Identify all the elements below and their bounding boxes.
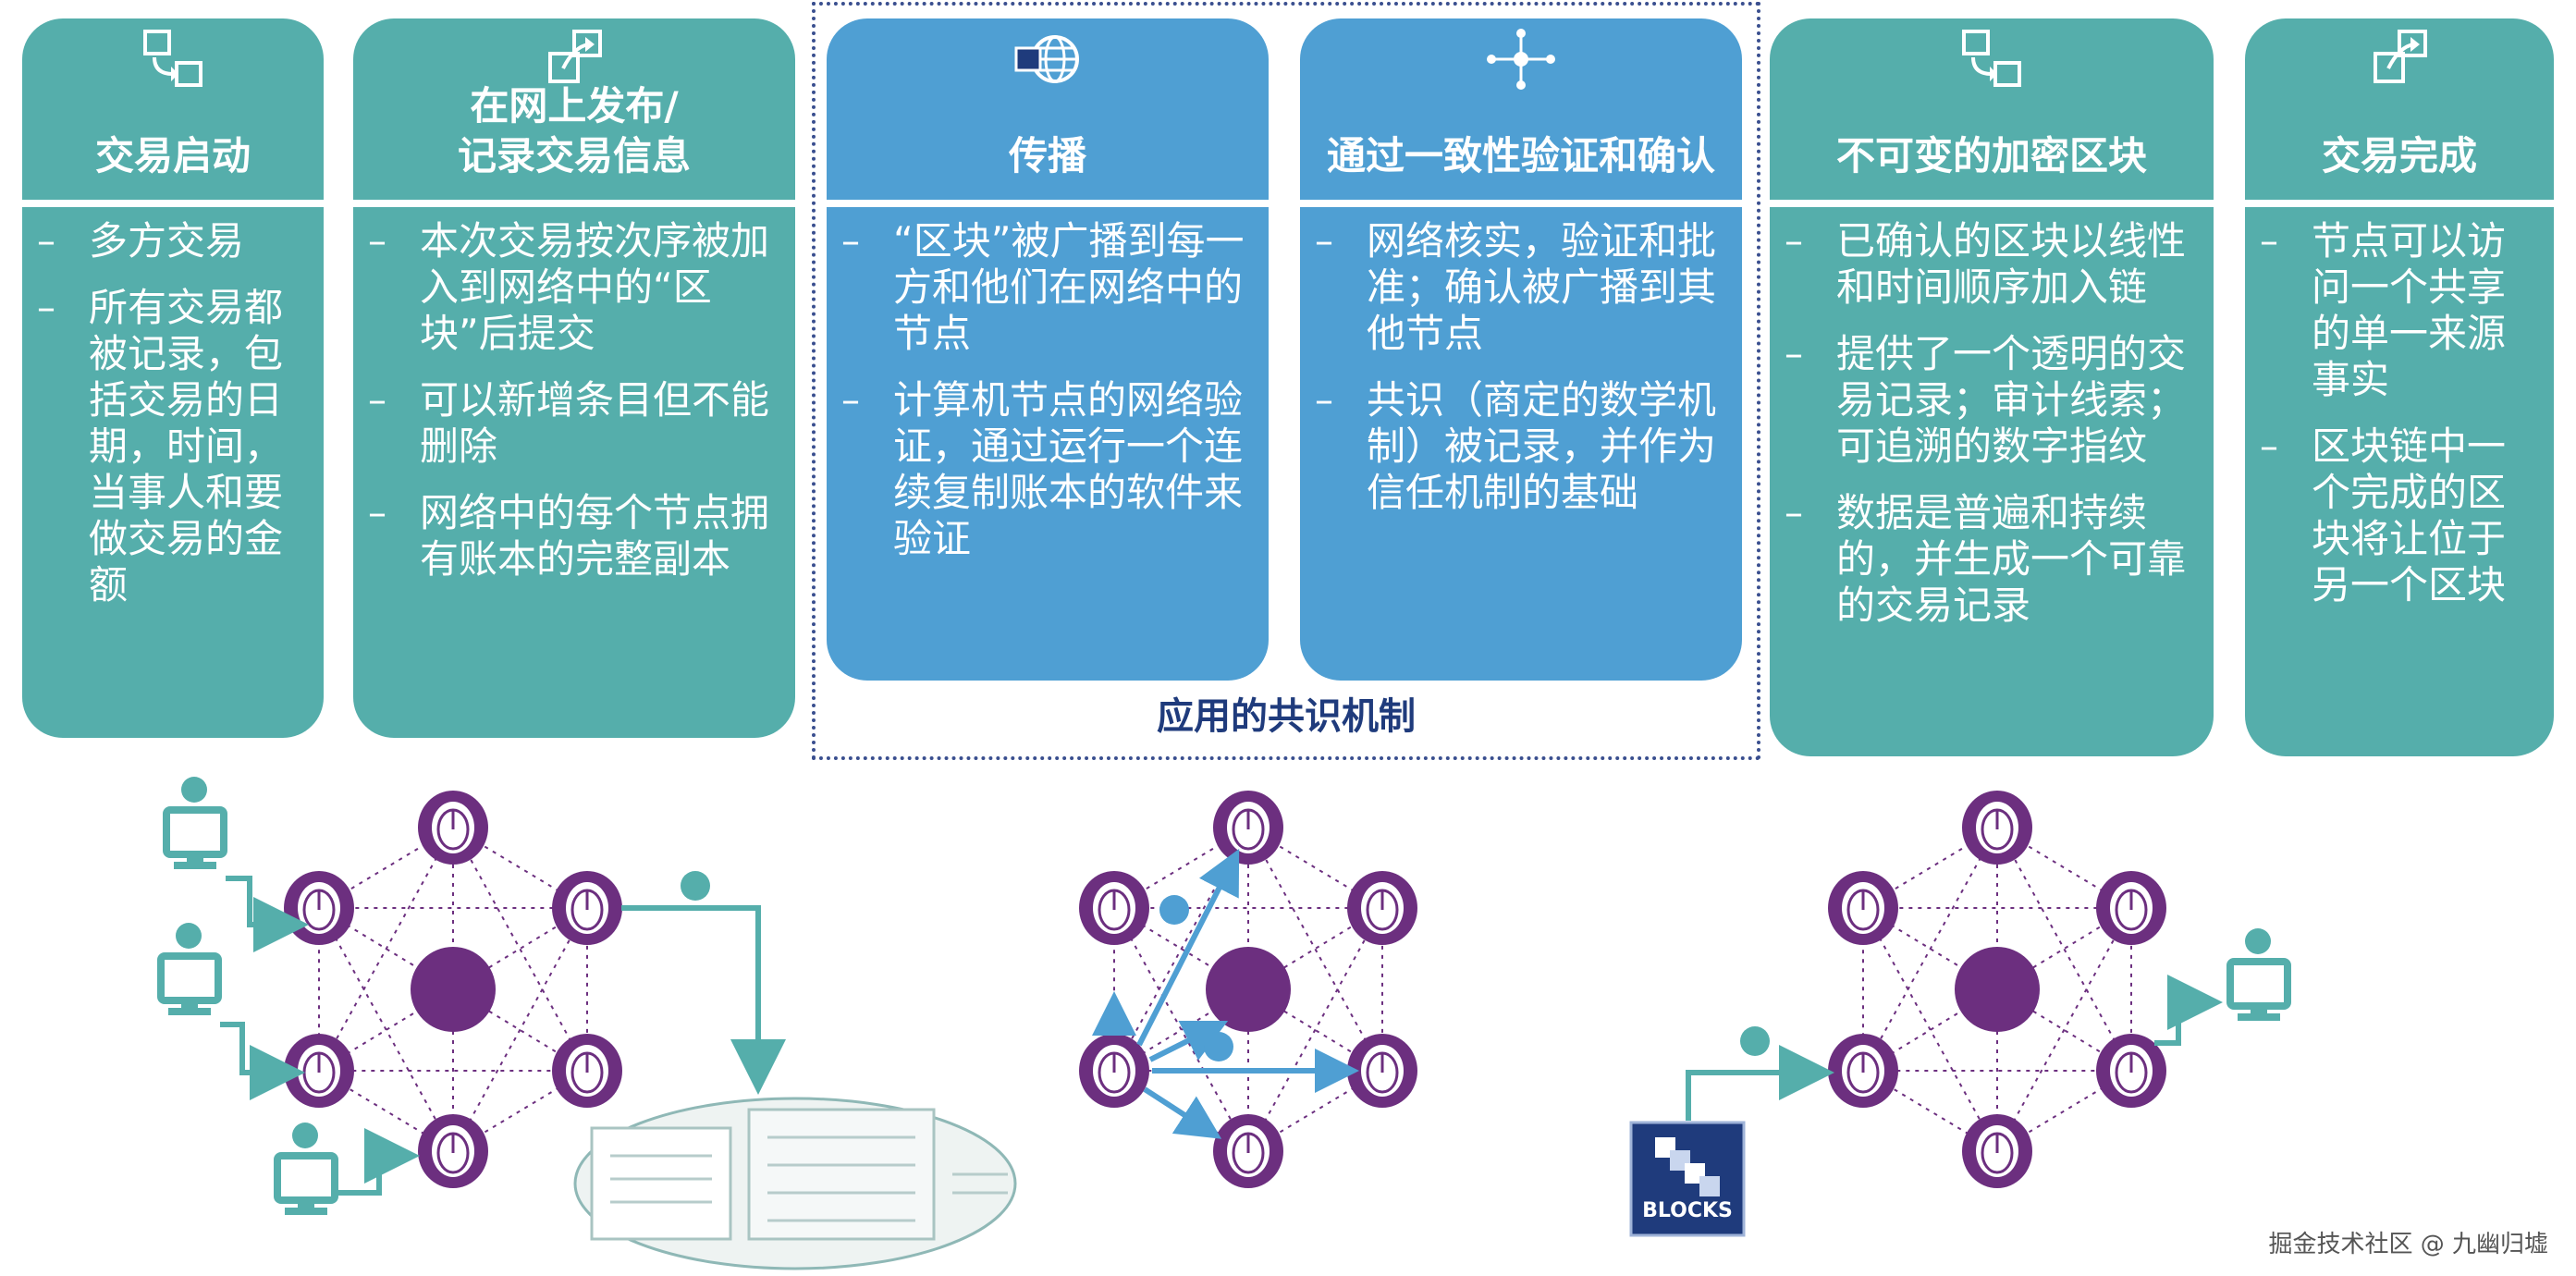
bullet-item: 共识（商定的数学机制）被记录，并作为信任机制的基础	[1300, 377, 1742, 516]
network-1	[282, 789, 624, 1190]
column-initiate: 交易启动 多方交易 所有交易都被记录，包括交易的日期，时间，当事人和要做交易的金…	[22, 18, 324, 738]
blocks-icon: BLOCKS	[1629, 1121, 1746, 1237]
bullet-item: 区块链中一个完成的区块将让位于另一个区块	[2245, 423, 2554, 608]
bullet-list: 多方交易 所有交易都被记录，包括交易的日期，时间，当事人和要做交易的金额	[22, 218, 324, 629]
bullet-list: 节点可以访问一个共享的单一来源事实 区块链中一个完成的区块将让位于另一个区块	[2245, 218, 2554, 629]
bullet-list: 网络核实，验证和批准；确认被广播到其他节点 共识（商定的数学机制）被记录，并作为…	[1300, 218, 1742, 536]
column-broadcast: 传播 “区块”被广播到每一方和他们在网络中的节点 计算机节点的网络验证，通过运行…	[827, 18, 1269, 681]
column-title: 通过一致性验证和确认	[1326, 133, 1715, 178]
column-title: 交易启动	[94, 133, 251, 178]
bullet-item: 提供了一个透明的交易记录；审计线索；可追溯的数字指纹	[1770, 331, 2214, 470]
network-3	[1826, 789, 2168, 1190]
export-icon	[548, 30, 602, 83]
column-header: 通过一致性验证和确认	[1300, 18, 1742, 194]
column-consensus: 通过一致性验证和确认 网络核实，验证和批准；确认被广播到其他节点 共识（商定的数…	[1300, 18, 1742, 681]
column-title: 传播	[1008, 133, 1086, 178]
bullet-item: 网络中的每个节点拥有账本的完整副本	[353, 490, 795, 583]
bullet-item: “区块”被广播到每一方和他们在网络中的节点	[827, 218, 1269, 357]
bullet-item: 已确认的区块以线性和时间顺序加入链	[1770, 218, 2214, 311]
transfer-icon	[143, 30, 202, 87]
computer-icon	[161, 923, 218, 1015]
column-publish: 在网上发布/ 记录交易信息 本次交易按次序被加入到网络中的“区块”后提交 可以新…	[353, 18, 795, 738]
transfer-icon	[1962, 30, 2021, 87]
consensus-group-border	[812, 2, 1760, 760]
ledger-illustration	[573, 1097, 1017, 1270]
computer-icon	[277, 1123, 335, 1215]
divider	[2245, 200, 2554, 207]
globe-network-icon	[1014, 35, 1079, 83]
column-title: 在网上发布/ 记录交易信息	[457, 83, 691, 178]
divider	[353, 200, 795, 207]
consensus-label: 应用的共识机制	[1157, 695, 1416, 738]
bullet-item: 节点可以访问一个共享的单一来源事实	[2245, 218, 2554, 403]
column-header: 交易启动	[22, 18, 324, 194]
column-immutable-block: 不可变的加密区块 已确认的区块以线性和时间顺序加入链 提供了一个透明的交易记录；…	[1770, 18, 2214, 756]
bullet-item: 计算机节点的网络验证，通过运行一个连续复制账本的软件来验证	[827, 377, 1269, 562]
bullet-list: “区块”被广播到每一方和他们在网络中的节点 计算机节点的网络验证，通过运行一个连…	[827, 218, 1269, 583]
node-hub-icon	[1487, 29, 1555, 90]
column-title: 交易完成	[2321, 133, 2477, 178]
column-header: 传播	[827, 18, 1269, 194]
bullet-item: 所有交易都被记录，包括交易的日期，时间，当事人和要做交易的金额	[22, 285, 324, 608]
network-2	[1077, 789, 1419, 1190]
divider	[827, 200, 1269, 207]
bullet-list: 已确认的区块以线性和时间顺序加入链 提供了一个透明的交易记录；审计线索；可追溯的…	[1770, 218, 2214, 649]
bullet-item: 数据是普遍和持续的，并生成一个可靠的交易记录	[1770, 490, 2214, 629]
column-header: 在网上发布/ 记录交易信息	[353, 18, 795, 194]
column-complete: 交易完成 节点可以访问一个共享的单一来源事实 区块链中一个完成的区块将让位于另一…	[2245, 18, 2554, 756]
column-header: 交易完成	[2245, 18, 2554, 194]
bullet-item: 网络核实，验证和批准；确认被广播到其他节点	[1300, 218, 1742, 357]
column-header: 不可变的加密区块	[1770, 18, 2214, 194]
divider	[22, 200, 324, 207]
bullet-item: 可以新增条目但不能删除	[353, 377, 795, 470]
bullet-list: 本次交易按次序被加入到网络中的“区块”后提交 可以新增条目但不能删除 网络中的每…	[353, 218, 795, 603]
bullet-item: 本次交易按次序被加入到网络中的“区块”后提交	[353, 218, 795, 357]
watermark: 掘金技术社区 @ 九幽归墟	[2268, 1231, 2548, 1258]
blocks-label: BLOCKS	[1642, 1199, 1733, 1222]
export-icon	[2374, 30, 2427, 83]
divider	[1770, 200, 2214, 207]
column-title: 不可变的加密区块	[1835, 133, 2147, 178]
divider	[1300, 200, 1742, 207]
bullet-item: 多方交易	[22, 218, 324, 264]
computer-icon	[166, 777, 224, 869]
computer-icon	[2230, 928, 2288, 1021]
